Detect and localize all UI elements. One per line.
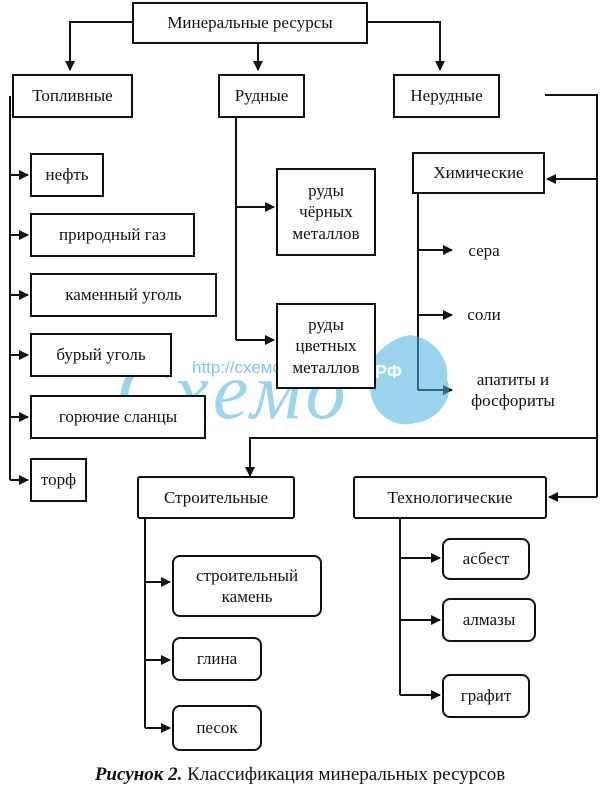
watermark-splash-icon	[367, 335, 450, 425]
fuel-item-oil-shale: горючие сланцы	[30, 395, 206, 439]
building-item-stone: строительный камень	[172, 555, 322, 617]
category-nonmetal: Нерудные	[393, 74, 500, 118]
category-ore: Рудные	[218, 74, 305, 118]
ore-item-nonferrous: руды цветных металлов	[276, 303, 376, 389]
ore-item-ferrous: руды чёрных металлов	[276, 168, 376, 256]
fuel-item-peat: торф	[30, 458, 87, 502]
figure-title: Классификация минеральных ресурсов	[182, 764, 506, 785]
fuel-item-natural-gas: природный газ	[30, 213, 195, 257]
subcategory-technological: Технологические	[353, 476, 547, 519]
tech-item-asbestos: асбест	[442, 538, 530, 580]
tech-item-diamonds: алмазы	[442, 598, 536, 642]
subcategory-building: Строительные	[137, 476, 295, 519]
building-item-clay: глина	[172, 637, 262, 681]
figure-number: Рисунок 2.	[94, 764, 183, 785]
subcategory-chemical: Химические	[412, 152, 545, 194]
chemical-item-sulfur: сера	[454, 234, 514, 268]
fuel-item-coal: каменный уголь	[30, 273, 217, 317]
tech-item-graphite: графит	[442, 674, 530, 718]
figure-caption: Рисунок 2. Классификация минеральных рес…	[0, 764, 600, 786]
fuel-item-brown-coal: бурый уголь	[30, 333, 172, 377]
chemical-item-salts: соли	[454, 298, 514, 332]
building-item-sand: песок	[172, 705, 262, 751]
category-fuel: Топливные	[12, 74, 133, 118]
watermark-rf: РФ	[375, 362, 403, 382]
fuel-item-oil: нефть	[30, 153, 104, 197]
chemical-item-apatites: апатиты и фосфориты	[454, 362, 572, 418]
root-node: Минеральные ресурсы	[132, 2, 368, 44]
